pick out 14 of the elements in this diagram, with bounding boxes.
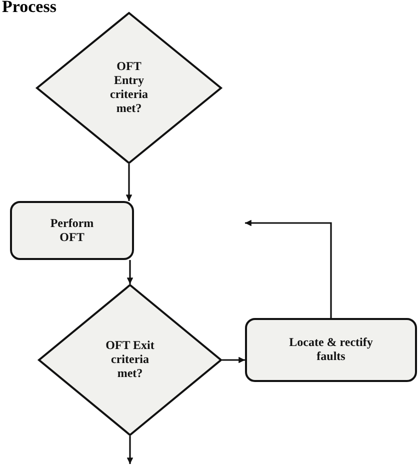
title: Process	[2, 0, 56, 17]
node-label: OFT Entry criteria met?	[109, 60, 149, 116]
process-box	[245, 318, 417, 382]
arrow	[126, 260, 134, 284]
arrow	[126, 436, 134, 464]
node-label: Locate & rectify faults	[288, 336, 374, 364]
arrow	[126, 164, 132, 201]
arrow	[222, 356, 245, 364]
process-box	[10, 201, 134, 260]
arrow	[245, 220, 332, 318]
node-label: OFT Exit criteria met?	[105, 339, 155, 381]
decision-diamond	[38, 284, 222, 436]
decision-diamond	[36, 12, 222, 164]
node-label: Perform OFT	[49, 216, 95, 244]
